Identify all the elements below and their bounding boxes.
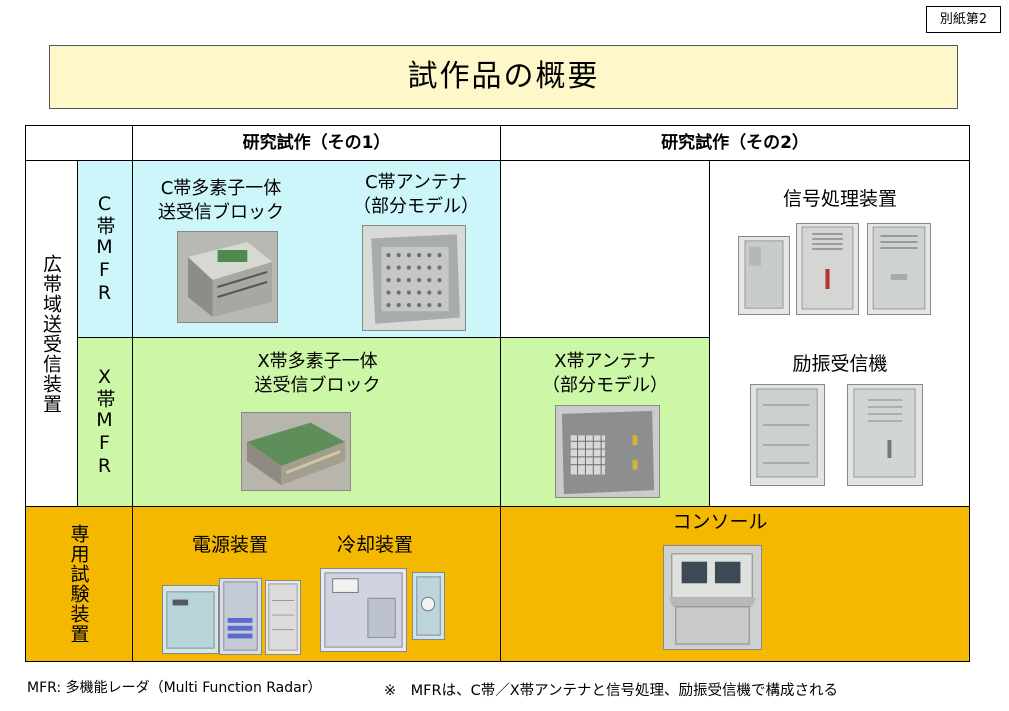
row-label-xband: X帯MFR	[77, 337, 133, 507]
photo-power-unit-2	[219, 578, 262, 655]
footer-mfr-definition: MFR: 多機能レーダ（Multi Function Radar）	[27, 680, 322, 696]
header-research-1: 研究試作（その1）	[132, 125, 501, 161]
row-label-test: 専用試験装置	[25, 506, 133, 662]
photo-power-unit-1	[162, 585, 219, 654]
photo-console	[663, 545, 762, 650]
label-power-unit: 電源装置	[191, 534, 268, 556]
photo-cooling-unit-1	[320, 568, 407, 652]
photo-signal-processor-2	[796, 223, 859, 315]
photo-exciter-receiver-2	[847, 384, 923, 486]
label-signal-processor: 信号処理装置	[782, 188, 897, 210]
photo-exciter-receiver-1	[750, 384, 825, 486]
row-label-wideband: 広帯域送受信装置	[25, 160, 78, 507]
photo-x-antenna	[555, 405, 660, 498]
photo-cooling-unit-2	[412, 572, 445, 640]
label-console: コンソール	[672, 511, 768, 533]
label-x-block: X帯多素子一体 送受信ブロック	[254, 351, 381, 396]
header-corner	[25, 125, 133, 161]
photo-x-block	[241, 412, 351, 491]
header-research-2: 研究試作（その2）	[500, 125, 970, 161]
photo-c-antenna	[362, 225, 466, 331]
photo-power-unit-3	[265, 580, 301, 655]
document-tag: 別紙第2	[926, 6, 1001, 33]
label-x-antenna: X帯アンテナ （部分モデル）	[542, 351, 668, 396]
page-title: 試作品の概要	[49, 45, 958, 109]
label-cooling-unit: 冷却装置	[336, 534, 413, 556]
label-c-antenna: C帯アンテナ （部分モデル）	[353, 172, 479, 217]
signal-exciter-cell	[709, 160, 970, 507]
footer-note: ※ MFRは、C帯／X帯アンテナと信号処理、励振受信機で構成される	[384, 683, 839, 699]
photo-signal-processor-3	[867, 223, 931, 315]
label-exciter-receiver: 励振受信機	[792, 353, 888, 375]
row-label-cband: C帯MFR	[77, 160, 133, 338]
label-c-block: C帯多素子一体 送受信ブロック	[158, 178, 284, 223]
photo-c-block	[177, 231, 278, 323]
cband-research2-empty-cell	[500, 160, 710, 338]
photo-signal-processor-1	[738, 236, 790, 315]
